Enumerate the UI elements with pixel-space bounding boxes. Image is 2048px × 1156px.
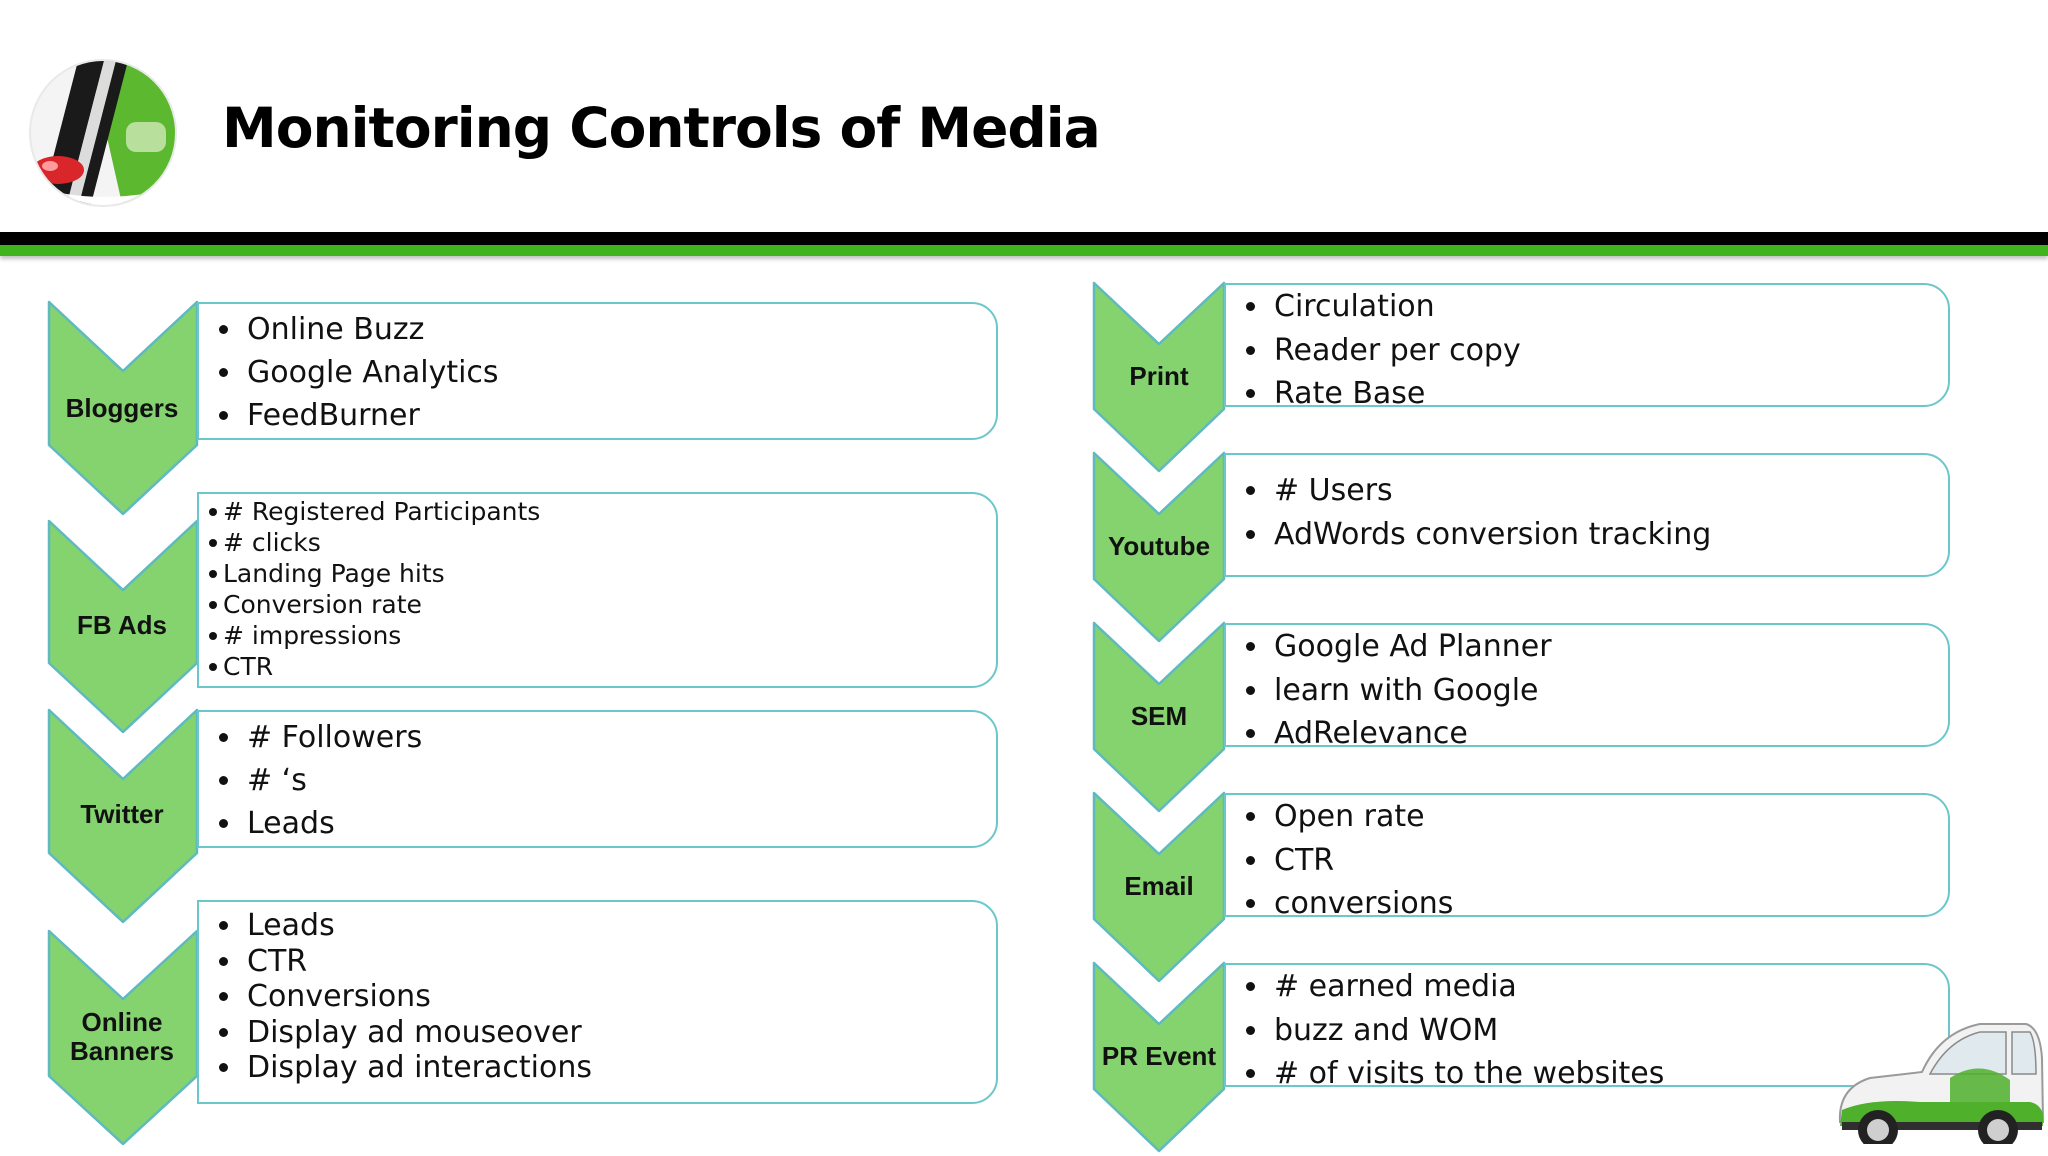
car-illustration xyxy=(1830,1018,2045,1152)
metric-item: # Registered Participants xyxy=(199,496,996,527)
chevron-label: SEM xyxy=(1130,701,1188,731)
media-block-fb-ads: FB Ads # Registered Participants # click… xyxy=(47,490,1002,734)
metrics-box: # Followers # ‘s Leads xyxy=(197,710,998,848)
media-block-email: Email Open rate CTR conversions xyxy=(1092,791,1954,983)
metrics-box: # Registered Participants # clicks Landi… xyxy=(197,492,998,688)
chevron-label-line: Online xyxy=(81,1007,163,1037)
chevron-label: Twitter xyxy=(80,799,164,829)
metric-item: learn with Google xyxy=(1226,669,1948,713)
metric-item: Google Analytics xyxy=(199,351,996,394)
chevron-label: Youtube xyxy=(1107,531,1211,561)
chevron-label-line: Banners xyxy=(69,1036,175,1066)
metrics-box: # earned media buzz and WOM # of visits … xyxy=(1224,963,1950,1091)
media-block-print: Print Circulation Reader per copy Rate B… xyxy=(1092,281,1954,473)
metric-item: conversions xyxy=(1226,882,1948,926)
metric-item: FeedBurner xyxy=(199,394,996,437)
metric-item: Conversions xyxy=(199,979,996,1015)
page-title: Monitoring Controls of Media xyxy=(222,96,1101,160)
chevron-label: Print xyxy=(1129,361,1189,391)
metric-item: # impressions xyxy=(199,620,996,651)
metric-item: # of visits to the websites xyxy=(1226,1052,1948,1096)
metric-item: Reader per copy xyxy=(1226,329,1948,373)
metric-item: Leads xyxy=(199,908,996,944)
metrics-box: Open rate CTR conversions xyxy=(1224,793,1950,921)
chevron-label: Online Banners xyxy=(47,1008,197,1066)
metric-item: Online Buzz xyxy=(199,308,996,351)
metrics-box: Circulation Reader per copy Rate Base xyxy=(1224,283,1950,411)
chevron-shape xyxy=(1092,791,1226,983)
chevron-shape xyxy=(47,300,199,516)
metric-item: # ‘s xyxy=(199,759,996,802)
metric-item: # clicks xyxy=(199,527,996,558)
metric-item: Rate Base xyxy=(1226,372,1948,416)
media-block-twitter: Twitter # Followers # ‘s Leads xyxy=(47,708,1002,924)
chevron-shape xyxy=(1092,961,1226,1153)
media-block-online-banners: Online Banners Leads CTR Conversions Dis… xyxy=(47,898,1002,1148)
chevron-label: Email xyxy=(1124,871,1194,901)
metric-item: AdWords conversion tracking xyxy=(1226,513,1948,557)
metric-item: Leads xyxy=(199,802,996,845)
metric-item: AdRelevance xyxy=(1226,712,1948,756)
chevron-shape xyxy=(1092,621,1226,813)
metric-item: # Followers xyxy=(199,716,996,759)
metric-item: Display ad mouseover xyxy=(199,1015,996,1051)
chevron-label: Bloggers xyxy=(65,393,179,423)
chevron-label: PR Event xyxy=(1101,1041,1217,1071)
metric-item: CTR xyxy=(199,651,996,682)
metric-item: # earned media xyxy=(1226,965,1948,1009)
metrics-box: Google Ad Planner learn with Google AdRe… xyxy=(1224,623,1950,751)
header-divider-black xyxy=(0,232,2048,245)
metric-item: Conversion rate xyxy=(199,589,996,620)
metric-item: Google Ad Planner xyxy=(1226,625,1948,669)
metric-item: CTR xyxy=(1226,839,1948,883)
metric-item: Landing Page hits xyxy=(199,558,996,589)
metrics-box: Online Buzz Google Analytics FeedBurner xyxy=(197,302,998,440)
chevron-shape xyxy=(1092,281,1226,473)
metric-item: CTR xyxy=(199,944,996,980)
brand-logo xyxy=(28,58,178,208)
header-divider-green xyxy=(0,245,2048,256)
media-block-bloggers: Bloggers Online Buzz Google Analytics Fe… xyxy=(47,300,1002,516)
chevron-shape xyxy=(1092,451,1226,643)
media-block-sem: SEM Google Ad Planner learn with Google … xyxy=(1092,621,1954,813)
metric-item: Circulation xyxy=(1226,285,1948,329)
media-block-pr-event: PR Event # earned media buzz and WOM # o… xyxy=(1092,961,1954,1153)
metrics-box: # Users AdWords conversion tracking xyxy=(1224,453,1950,577)
media-block-youtube: Youtube # Users AdWords conversion track… xyxy=(1092,451,1954,643)
metric-item: buzz and WOM xyxy=(1226,1009,1948,1053)
metrics-box: Leads CTR Conversions Display ad mouseov… xyxy=(197,900,998,1104)
metric-item: Display ad interactions xyxy=(199,1050,996,1086)
slide-header: Monitoring Controls of Media xyxy=(0,0,2048,232)
metric-item: Open rate xyxy=(1226,795,1948,839)
chevron-shape xyxy=(47,708,199,924)
metric-item: # Users xyxy=(1226,469,1948,513)
chevron-label: FB Ads xyxy=(76,610,168,640)
